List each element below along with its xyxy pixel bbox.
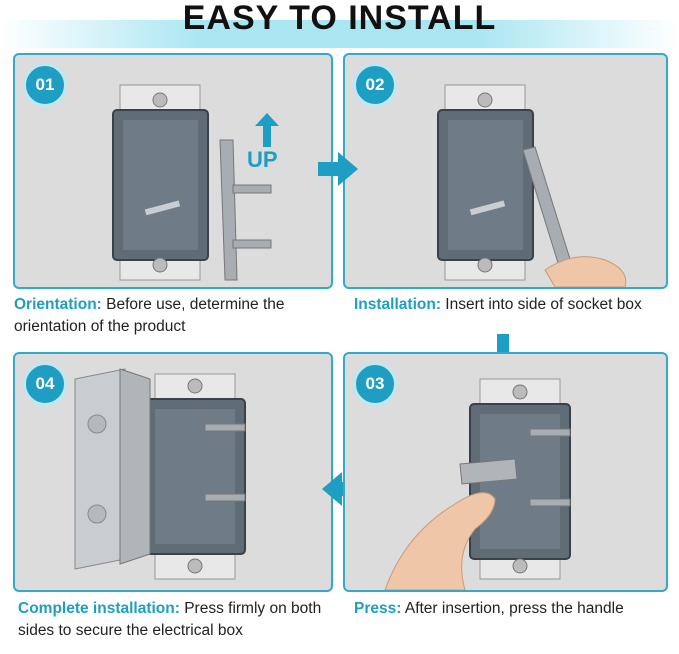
right-arrow-icon — [318, 152, 358, 186]
step-04-caption: Complete installation: Press firmly on b… — [18, 598, 336, 642]
step-03-badge: 03 — [353, 362, 397, 406]
step-04-illustration — [74, 368, 246, 580]
step-04-text: Press firmly on both sides to secure the… — [18, 600, 322, 639]
step-02-badge: 02 — [353, 63, 397, 107]
up-label: UP — [247, 147, 278, 172]
step-02-text: Insert into side of socket box — [445, 296, 642, 313]
step-01-badge: 01 — [23, 63, 67, 107]
step-03-text: After insertion, press the handle — [404, 600, 624, 617]
step-02-lead: Installation: — [354, 296, 441, 313]
step-01-lead: Orientation: — [14, 296, 102, 313]
step-01-caption: Orientation: Before use, determine the o… — [14, 294, 334, 338]
step-01-text: Before use, determine the orientation of… — [14, 296, 285, 335]
step-04-lead: Complete installation: — [18, 600, 180, 617]
step-02-caption: Installation: Insert into side of socket… — [354, 294, 664, 316]
step-04-panel: 04 — [13, 352, 333, 592]
step-01-illustration — [112, 84, 272, 281]
left-arrow-icon — [322, 472, 362, 506]
step-03-lead: Press: — [354, 600, 402, 617]
step-03-panel: 03 — [343, 352, 668, 592]
title-highlight-band — [0, 20, 679, 48]
page-title: EASY TO INSTALL — [182, 0, 497, 37]
step-04-badge: 04 — [23, 362, 67, 406]
up-arrow-icon — [255, 113, 279, 147]
step-03-illustration — [384, 378, 571, 590]
step-02-illustration — [437, 84, 627, 287]
step-03-caption: Press: After insertion, press the handle — [354, 598, 669, 620]
step-02-panel: 02 — [343, 53, 668, 289]
step-01-panel: 01 UP — [13, 53, 333, 289]
